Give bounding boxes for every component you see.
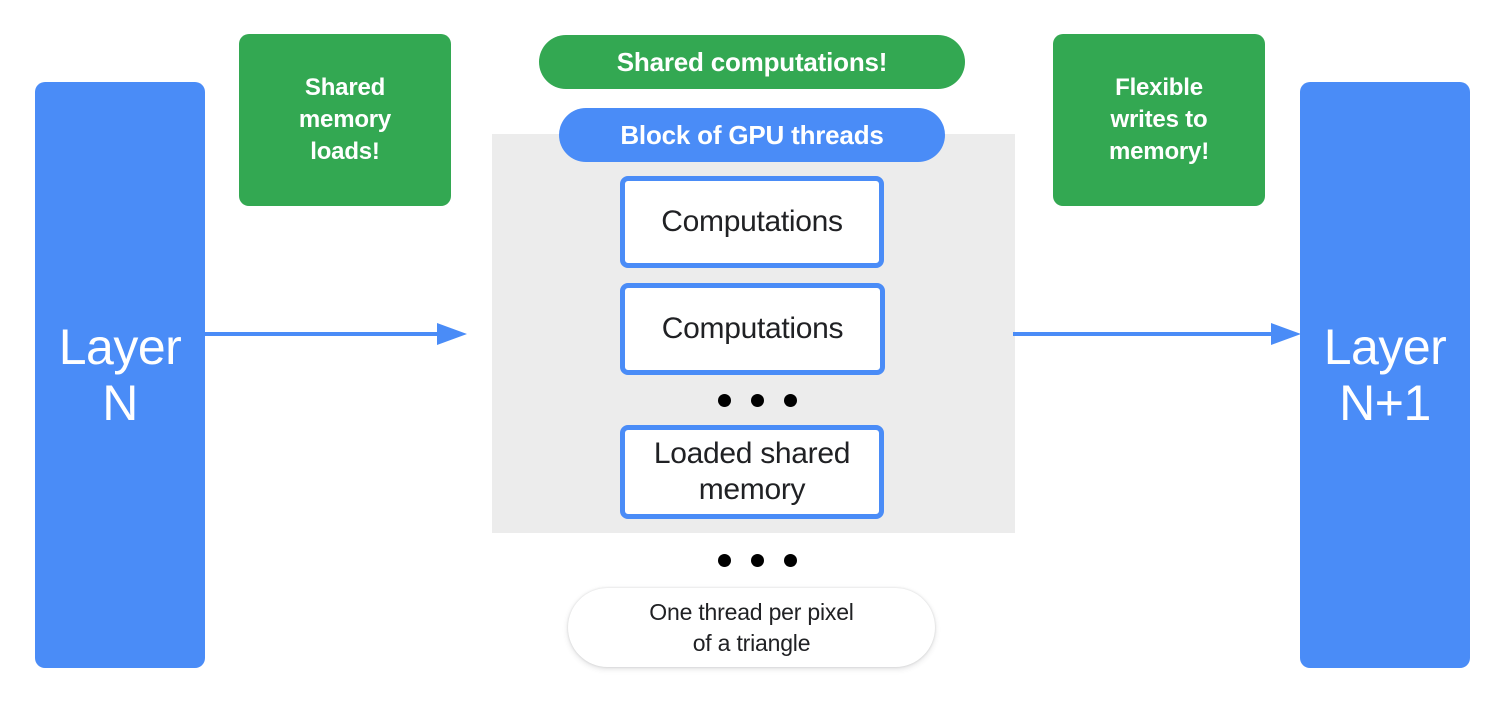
thread-box-3-line1: Loaded shared <box>653 437 851 470</box>
ellipsis-dot <box>751 394 764 407</box>
caption-line1: One thread per pixel <box>649 599 854 626</box>
arrow-block-to-output <box>1013 323 1301 345</box>
ellipsis-dot <box>784 554 797 567</box>
ellipsis-dot <box>718 394 731 407</box>
callout-left-text: Shared memory loads! <box>299 72 391 168</box>
callout-left-line2: memory <box>298 105 392 133</box>
layer-n-label-line1: Layer <box>58 319 182 375</box>
callout-left-line1: Shared <box>304 73 386 101</box>
thread-box-computations-2: Computations <box>620 283 885 375</box>
layer-n-plus-1-label-line1: Layer <box>1323 319 1447 375</box>
pill-shared-computations: Shared computations! <box>539 35 965 89</box>
layer-n-plus-1-label-line2: N+1 <box>1339 375 1431 431</box>
callout-right-line3: memory! <box>1109 138 1209 166</box>
callout-left-line3: loads! <box>310 138 380 166</box>
arrow-input-to-block <box>205 323 467 345</box>
callout-right-line2: writes to <box>1110 105 1208 133</box>
callout-flexible-writes-to-memory: Flexible writes to memory! <box>1053 34 1265 206</box>
ellipsis-dot <box>718 554 731 567</box>
pill-block-of-gpu-threads: Block of GPU threads <box>559 108 945 162</box>
callout-right-line1: Flexible <box>1115 73 1203 101</box>
ellipsis-outer <box>718 554 797 567</box>
caption-text: One thread per pixel of a triangle <box>649 597 854 658</box>
thread-box-3-line2: memory <box>698 473 806 506</box>
layer-n-label-line2: N <box>102 375 138 431</box>
ellipsis-dot <box>784 394 797 407</box>
caption-one-thread-per-pixel: One thread per pixel of a triangle <box>568 588 935 667</box>
ellipsis-dot <box>751 554 764 567</box>
callout-shared-memory-loads: Shared memory loads! <box>239 34 451 206</box>
ellipsis-inner <box>718 394 797 407</box>
thread-box-computations-1: Computations <box>620 176 884 268</box>
caption-line2: of a triangle <box>692 629 811 656</box>
callout-right-text: Flexible writes to memory! <box>1109 72 1209 168</box>
